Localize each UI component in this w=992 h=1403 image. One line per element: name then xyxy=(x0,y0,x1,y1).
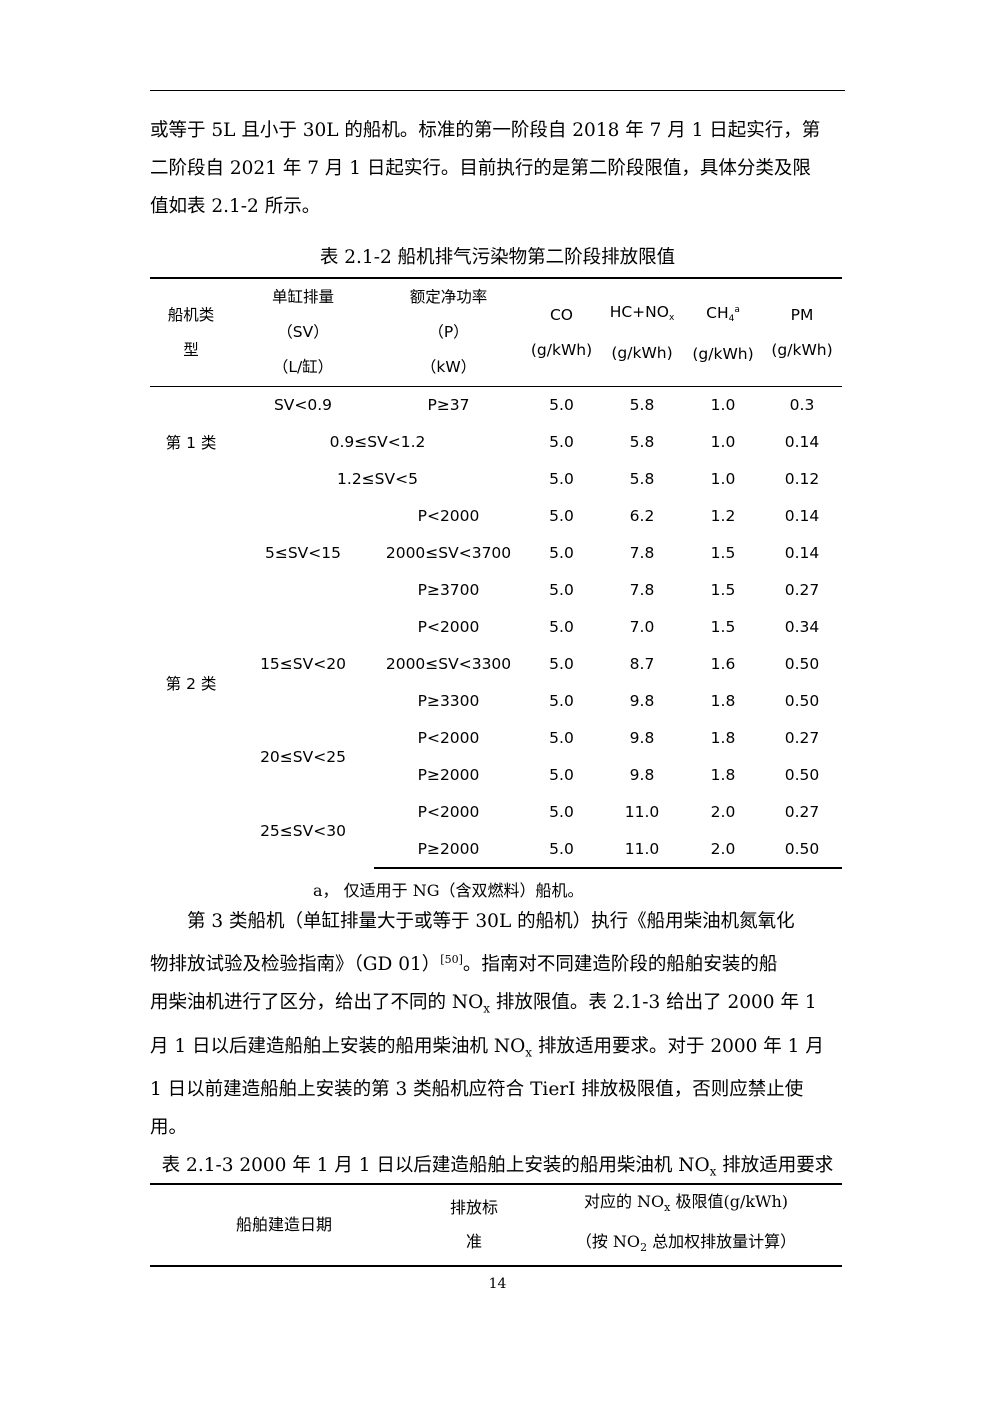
sv-group: 5≤SV<15 xyxy=(264,544,341,562)
header-type: 船机类 型 xyxy=(150,277,232,387)
header-co: CO (g/kWh) xyxy=(523,277,600,387)
header-ch4: CH4a (g/kWh) xyxy=(684,277,762,387)
header-nox-limit: 对应的 NOx 极限值(g/kWh) （按 NO2 总加权排放量计算） xyxy=(530,1182,842,1268)
class-1-cell: 第 1 类 xyxy=(165,434,217,453)
citation-ref: [50] xyxy=(440,953,463,966)
intro-line-3: 值如表 2.1-2 所示。 xyxy=(150,196,321,217)
table1-header-row: 船机类 型 单缸排量 （SV） （L/缸） 额定净功率 （P） （kW） CO … xyxy=(150,277,842,387)
page-number: 14 xyxy=(488,1276,507,1292)
para2-line-1: 第 3 类船机（单缸排量大于或等于 30L 的船机）执行《船用柴油机氮氧化 xyxy=(187,911,795,932)
table-row: 1.2≤SV<5 5.0 5.8 1.0 0.12 xyxy=(337,470,820,488)
table2-header-row: 船舶建造日期 排放标 准 对应的 NOx 极限值(g/kWh) （按 NO2 总… xyxy=(150,1182,842,1268)
para2-line-6: 用。 xyxy=(150,1117,188,1139)
table-row: P≥3700 5.0 7.8 1.5 0.27 xyxy=(417,581,820,599)
header-standard: 排放标 准 xyxy=(418,1182,530,1268)
class-2-cell: 第 2 类 xyxy=(165,674,217,693)
header-p: 额定净功率 （P） （kW） xyxy=(374,277,523,387)
table-row: P≥2000 5.0 9.8 1.8 0.50 xyxy=(417,766,820,784)
table1-footnote: a， 仅适用于 NG（含双燃料）船机。 xyxy=(313,881,584,900)
header-rule xyxy=(150,90,845,91)
table-row: 2000≤SV<3700 5.0 7.8 1.5 0.14 xyxy=(385,544,820,562)
table2-caption: 表 2.1-3 2000 年 1 月 1 日以后建造船舶上安装的船用柴油机 NO… xyxy=(161,1155,834,1179)
para2-line-3: 用柴油机进行了区分，给出了不同的 NOx 排放限值。表 2.1-3 给出了 20… xyxy=(150,992,817,1016)
para2-line-5: 1 日以前建造船舶上安装的第 3 类船机应符合 TierI 排放极限值，否则应禁… xyxy=(150,1079,804,1101)
table-row: 第 2 类 5≤SV<15 P<2000 5.0 6.2 1.2 0.14 xyxy=(150,498,842,693)
table-row: 2000≤SV<3300 5.0 8.7 1.6 0.50 xyxy=(385,655,820,673)
para2-line-4: 月 1 日以后建造船舶上安装的船用柴油机 NOx 排放适用要求。对于 2000 … xyxy=(150,1035,824,1060)
header-sv: 单缸排量 （SV） （L/缸） xyxy=(232,277,374,387)
table-row: P≥2000 5.0 11.0 2.0 0.50 xyxy=(150,830,842,869)
table-row: P≥3300 5.0 9.8 1.8 0.50 xyxy=(417,692,820,710)
intro-paragraph: 或等于 5L 且小于 30L 的船机。标准的第一阶段自 2018 年 7 月 1… xyxy=(150,112,845,226)
table-row: 0.9≤SV<1.2 5.0 5.8 1.0 0.14 xyxy=(329,433,820,451)
table-row: 25≤SV<30 P<2000 5.0 11.0 2.0 0.27 xyxy=(150,794,842,840)
table-row: 第 1 类 SV<0.9 P≥37 5.0 5.8 1.0 0.3 xyxy=(150,387,842,452)
intro-line-2: 二阶段自 2021 年 7 月 1 日起实行。目前执行的是第二阶段限值，具体分类… xyxy=(150,158,811,179)
para2-line-2: 物排放试验及检验指南》（GD 01）[50]。指南对不同建造阶段的船舶安装的船 xyxy=(150,953,778,975)
sv-group: 20≤SV<25 xyxy=(260,747,346,766)
table-row: 20≤SV<25 P<2000 5.0 9.8 1.8 0.27 xyxy=(150,720,842,766)
header-hcnox: HC+NOx (g/kWh) xyxy=(600,277,684,387)
intro-line-1: 或等于 5L 且小于 30L 的船机。标准的第一阶段自 2018 年 7 月 1… xyxy=(150,120,821,141)
header-pm: PM (g/kWh) xyxy=(762,277,842,387)
nox-requirements-table: 船舶建造日期 排放标 准 对应的 NOx 极限值(g/kWh) （按 NO2 总… xyxy=(150,1182,842,1268)
sv-group: 25≤SV<30 xyxy=(260,821,346,840)
class3-paragraph: 第 3 类船机（单缸排量大于或等于 30L 的船机）执行《船用柴油机氮氧化 物排… xyxy=(150,903,845,1147)
table-row: 15≤SV<20 P<2000 5.0 7.0 1.5 0.34 xyxy=(150,609,842,673)
emission-limits-table: 船机类 型 单缸排量 （SV） （L/缸） 额定净功率 （P） （kW） CO … xyxy=(150,277,842,869)
header-build-date: 船舶建造日期 xyxy=(150,1182,418,1268)
sv-group: 15≤SV<20 xyxy=(260,655,346,673)
table1-caption: 表 2.1-2 船机排气污染物第二阶段排放限值 xyxy=(319,247,676,268)
